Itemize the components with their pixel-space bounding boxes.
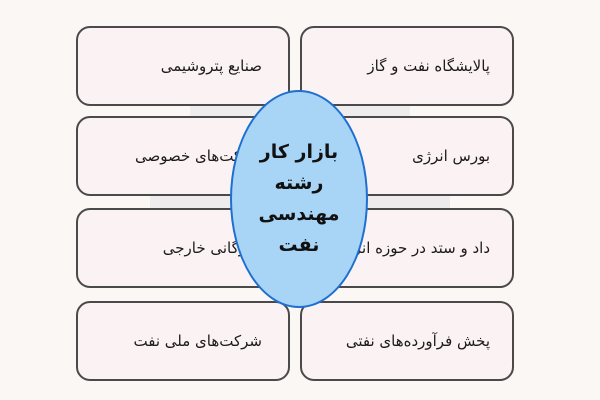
box-label: صنایع پتروشیمی	[160, 57, 262, 75]
box-label: پالایشگاه نفت و گاز	[367, 57, 490, 75]
box-label: بورس انرژی	[412, 147, 490, 165]
box-label: پخش فرآورده‌های نفتی	[345, 332, 490, 350]
center-topic-oval: بازار کار رشته مهندسی نفت	[230, 90, 368, 308]
center-line: رشته	[274, 172, 324, 194]
center-line: بازار کار	[259, 141, 339, 163]
box-label: شرکت‌های ملی نفت	[133, 332, 262, 350]
box-national-oil-companies: شرکت‌های ملی نفت	[76, 301, 290, 381]
center-line: مهندسی	[258, 203, 340, 225]
center-line: نفت	[278, 234, 320, 256]
box-petrochemical-industries: صنایع پتروشیمی	[76, 26, 290, 106]
box-oil-products-distribution: پخش فرآورده‌های نفتی	[300, 301, 514, 381]
box-oil-gas-refinery: پالایشگاه نفت و گاز	[300, 26, 514, 106]
box-label: شرکت‌های خصوصی	[135, 147, 262, 165]
center-topic-text: بازار کار رشته مهندسی نفت	[259, 137, 340, 261]
box-label: داد و ستد در حوزه انرژی	[334, 239, 490, 257]
